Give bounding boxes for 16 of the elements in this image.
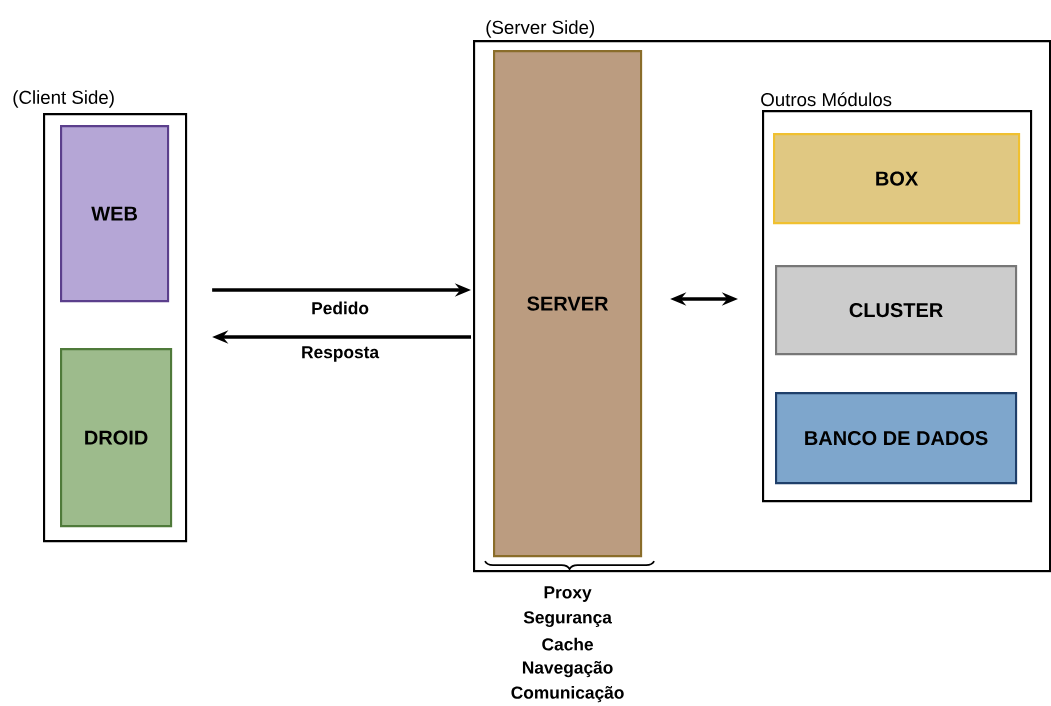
annotation-text: Comunicação bbox=[511, 686, 624, 703]
group-heading: (Server Side) bbox=[486, 20, 595, 38]
edge-label: Resposta bbox=[299, 344, 381, 364]
module-box: WEB bbox=[60, 125, 170, 303]
module-box: BANCO DE DADOS bbox=[775, 392, 1018, 485]
group-heading: (Client Side) bbox=[13, 90, 114, 108]
module-box: DROID bbox=[60, 348, 173, 528]
annotation-text: Proxy bbox=[544, 586, 592, 602]
module-box: CLUSTER bbox=[775, 265, 1018, 356]
module-box: BOX bbox=[773, 133, 1021, 225]
module-box: SERVER bbox=[493, 50, 643, 558]
annotation-text: Segurança bbox=[523, 611, 612, 627]
annotation-text: Navegação bbox=[522, 661, 613, 678]
edge-label: Pedido bbox=[309, 300, 371, 316]
group-heading: Outros Módulos bbox=[761, 92, 892, 107]
annotation-text: Cache bbox=[542, 637, 593, 651]
